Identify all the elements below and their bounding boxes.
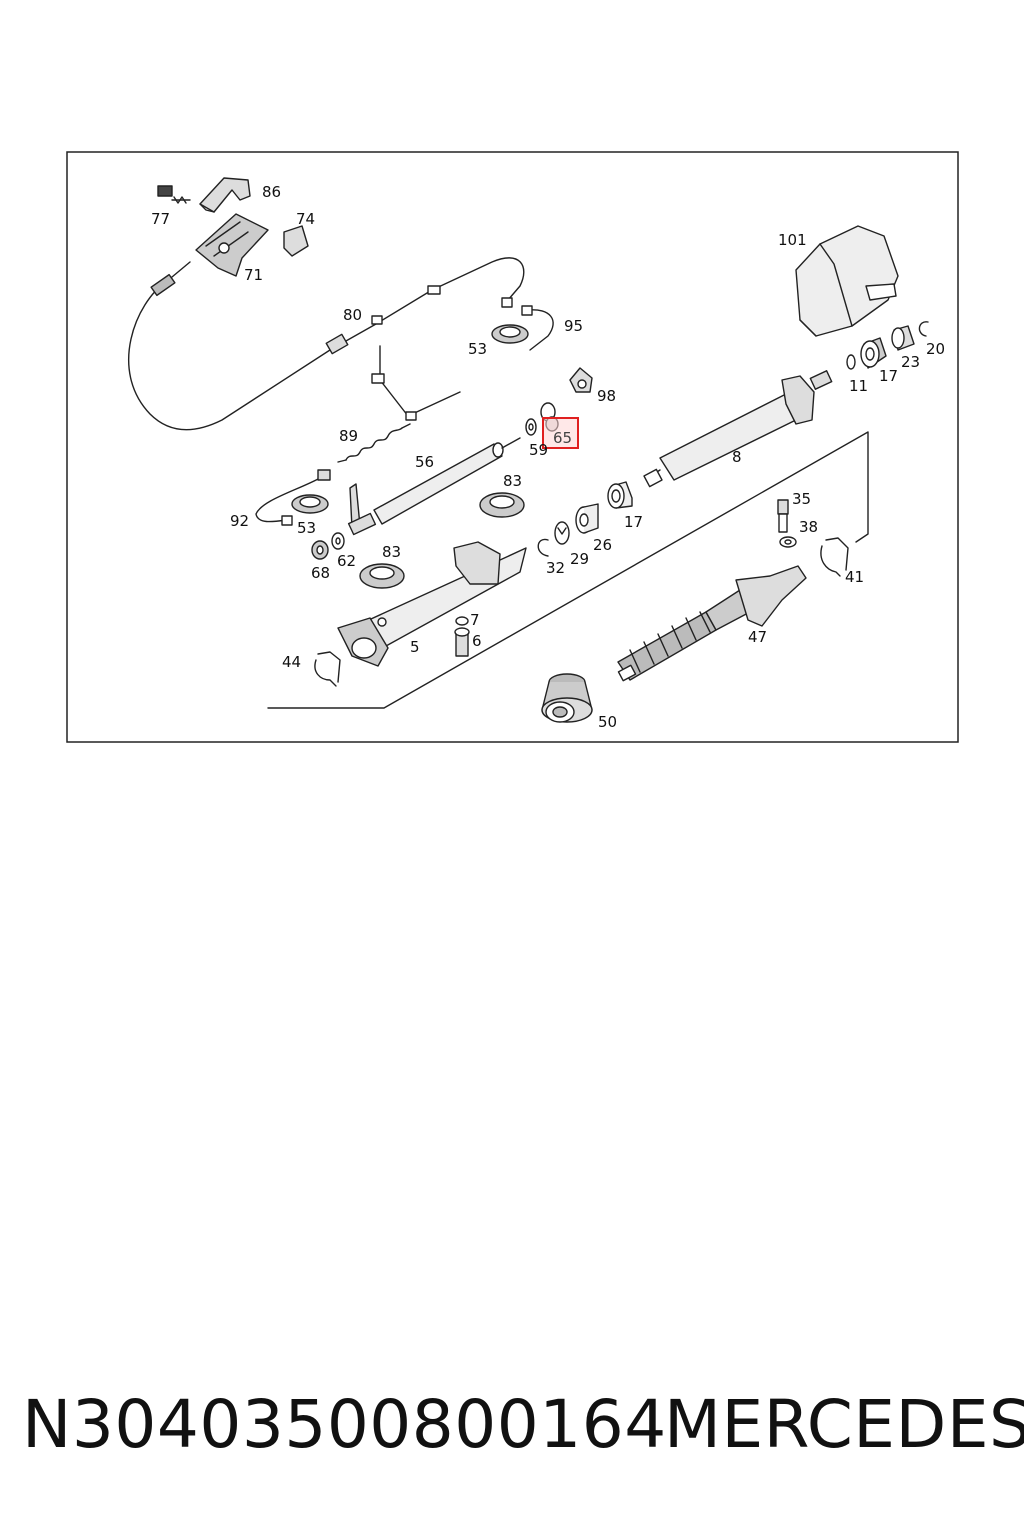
part-47-tie-rod-boot	[617, 565, 807, 682]
callout-77: 77	[151, 210, 170, 228]
callout-44: 44	[282, 653, 301, 671]
part-6-bolt	[454, 627, 470, 657]
callout-6: 6	[472, 632, 482, 650]
caption-bar: N30403500800164 MERCEDES	[0, 1380, 1024, 1480]
part-95-cable-end	[521, 305, 554, 351]
callout-53-upper: 53	[468, 340, 487, 358]
callout-50: 50	[598, 713, 617, 731]
part-86-bracket	[199, 177, 251, 213]
part-71-pedal-assembly	[195, 213, 269, 277]
part-62-washer	[331, 532, 345, 550]
callout-17-upper: 17	[879, 367, 898, 385]
part-8-column-shaft	[643, 370, 833, 488]
part-38-washer	[779, 536, 797, 548]
callout-98: 98	[597, 387, 616, 405]
callout-92: 92	[230, 512, 249, 530]
part-41-clamp	[820, 537, 849, 577]
part-77-screw	[157, 185, 191, 204]
callout-47: 47	[748, 628, 767, 646]
part-17-bushing-upper	[860, 337, 887, 369]
part-83-gear-lower	[359, 563, 405, 589]
part-92-wire	[255, 469, 331, 526]
callout-17-lower: 17	[624, 513, 643, 531]
part-53-upper-gear	[491, 324, 529, 344]
highlight-box	[542, 417, 579, 449]
callout-65: 65	[553, 429, 572, 447]
callout-41: 41	[845, 568, 864, 586]
part-20-clip	[918, 321, 929, 337]
part-83-gear-upper	[479, 492, 525, 518]
callout-83-upper: 83	[503, 472, 522, 490]
exploded-parts-diagram: 77 86 74 71 80 95 53 98 89 65 59 56 83 9…	[66, 151, 959, 743]
part-80-cable	[127, 257, 525, 431]
callout-8: 8	[732, 448, 742, 466]
part-32-snap-ring	[537, 538, 549, 557]
callout-32: 32	[546, 559, 565, 577]
callout-95: 95	[564, 317, 583, 335]
diagram-frame	[66, 151, 959, 743]
callout-59: 59	[529, 441, 548, 459]
callout-38: 38	[799, 518, 818, 536]
callout-labels: 77 86 74 71 80 95 53 98 89 65 59 56 83 9…	[151, 183, 945, 731]
part-29-spring-washer	[554, 521, 570, 545]
callout-5: 5	[410, 638, 420, 656]
callout-74: 74	[296, 210, 315, 228]
part-44-clamp	[314, 651, 341, 687]
part-53-lower-gear	[291, 494, 329, 514]
callout-89: 89	[339, 427, 358, 445]
brand-name: MERCEDES	[664, 1386, 1024, 1463]
callout-71: 71	[244, 266, 263, 284]
callout-101: 101	[778, 231, 807, 249]
part-89-spring	[337, 423, 411, 463]
part-35-bolt	[777, 499, 789, 533]
callout-80: 80	[343, 306, 362, 324]
part-56-rod	[347, 437, 521, 536]
callout-68: 68	[311, 564, 330, 582]
part-number: N30403500800164	[22, 1386, 667, 1463]
part-23-cap	[891, 325, 915, 351]
part-11-ring	[846, 354, 856, 370]
callout-53-lower: 53	[297, 519, 316, 537]
callout-23: 23	[901, 353, 920, 371]
part-26-bushing	[575, 503, 599, 534]
callout-86: 86	[262, 183, 281, 201]
callout-35: 35	[792, 490, 811, 508]
part-7-washer	[455, 616, 469, 626]
callout-62: 62	[337, 552, 356, 570]
part-5-rack-housing	[337, 541, 527, 667]
part-101-shroud	[795, 225, 899, 337]
callout-29: 29	[570, 550, 589, 568]
part-68-nut	[311, 540, 329, 560]
callout-26: 26	[593, 536, 612, 554]
group-bracket-lines	[267, 431, 869, 709]
callout-83-lower: 83	[382, 543, 401, 561]
callout-7: 7	[470, 611, 480, 629]
callout-11: 11	[849, 377, 868, 395]
part-98-bracket	[569, 367, 593, 393]
callout-56: 56	[415, 453, 434, 471]
callout-20: 20	[926, 340, 945, 358]
part-74-clip	[283, 225, 309, 257]
part-17-bushing-lower	[607, 481, 633, 509]
part-50-boot	[541, 673, 593, 723]
part-59-washer	[525, 418, 537, 436]
